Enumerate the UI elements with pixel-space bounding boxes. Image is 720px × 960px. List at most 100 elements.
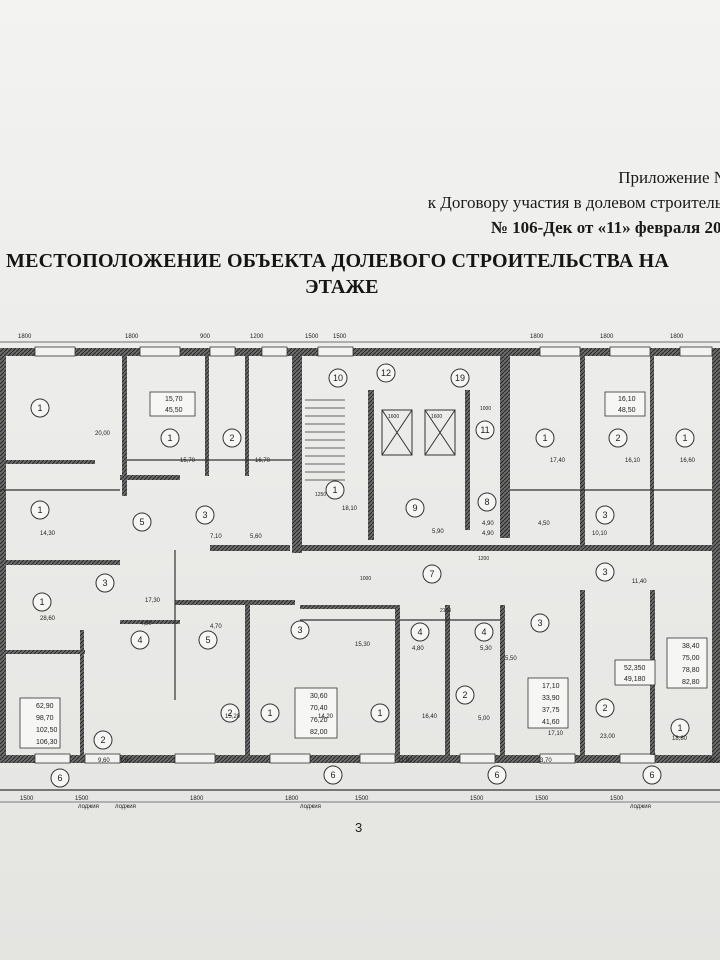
bottom-dimension-label: 1800 xyxy=(190,796,204,802)
bottom-dimension-label: 1500 xyxy=(75,796,89,802)
room-area-label: 15,70 xyxy=(180,458,196,464)
room-area-label: 9,60 xyxy=(98,758,110,764)
outer-wall-top xyxy=(0,348,720,356)
room-area-label: 23,00 xyxy=(600,734,616,740)
top-dimension-label: 1800 xyxy=(530,334,544,340)
room-area-label: 15,20 xyxy=(225,714,241,720)
room-number-circle xyxy=(198,630,218,650)
contract-reference: к Договору участия в долевом строительс xyxy=(427,193,720,212)
room-number: 7 xyxy=(429,569,434,579)
bottom-dimension-label: 1500 xyxy=(20,796,34,802)
room-number-circle xyxy=(93,730,113,750)
stair-dimension-label: 1200 xyxy=(478,556,489,562)
room-number: 2 xyxy=(462,690,467,700)
area-table-value: 38,40 xyxy=(682,643,700,650)
bottom-dimension-label: 1500 xyxy=(355,796,369,802)
top-dimension-label: 1800 xyxy=(600,334,614,340)
room-number-circle xyxy=(595,505,615,525)
room-number: 3 xyxy=(202,510,207,520)
room-area-label: 15,30 xyxy=(355,642,371,648)
room-area-label: 10,10 xyxy=(592,531,608,537)
room-number: 3 xyxy=(537,618,542,628)
room-area-label: 7,10 xyxy=(210,534,222,540)
top-dimension-label: 1800 xyxy=(125,334,139,340)
room-area-label: 5,00 xyxy=(478,716,490,722)
room-number: 1 xyxy=(37,505,42,515)
room-number-circle xyxy=(376,363,396,383)
room-number-circle xyxy=(475,420,495,440)
room-number: 2 xyxy=(602,703,607,713)
bottom-dimension-label: 1500 xyxy=(610,796,624,802)
room-area-label: 4,30 xyxy=(140,621,152,627)
lift-dimension-label: 1600 xyxy=(388,414,399,420)
area-table-value: 48,50 xyxy=(618,407,636,414)
room-area-label: 16,40 xyxy=(422,714,438,720)
room-number-circle xyxy=(530,613,550,633)
room-area-label: 16,60 xyxy=(680,458,696,464)
area-table-value: 106,30 xyxy=(36,739,58,746)
room-number: 4 xyxy=(481,627,486,637)
room-number: 10 xyxy=(333,373,343,383)
area-table-value: 41,60 xyxy=(542,719,560,726)
room-number-circle xyxy=(132,512,152,532)
area-table-value: 45,50 xyxy=(165,407,183,414)
area-table-value: 102,50 xyxy=(36,727,58,734)
outer-wall-right xyxy=(712,348,720,763)
stair-dimension-label: 2100 xyxy=(440,608,451,614)
floor-plan: 1600 1600 15,70 45,50 16,10 48,50 62,90 … xyxy=(0,334,720,810)
room-number: 12 xyxy=(381,368,391,378)
room-number-circle xyxy=(422,564,442,584)
room-area-label: 4,80 xyxy=(412,646,424,652)
room-number-circle xyxy=(595,562,615,582)
bottom-dimension-label: 1500 xyxy=(535,796,549,802)
room-number-circle xyxy=(328,368,348,388)
room-number-circle xyxy=(477,492,497,512)
top-dimension-label: 1500 xyxy=(333,334,347,340)
loggia-label: лоджия xyxy=(78,804,99,810)
loggia-label: лоджия xyxy=(115,804,136,810)
lift-dimension-label: 1600 xyxy=(431,414,442,420)
room-number: 1 xyxy=(332,485,337,495)
room-number: 4 xyxy=(137,635,142,645)
bottom-dimension-label: 1800 xyxy=(285,796,299,802)
room-number-circle xyxy=(325,480,345,500)
area-table-value: 49,180 xyxy=(624,676,646,683)
room-number-circle xyxy=(474,622,494,642)
room-number: 3 xyxy=(297,625,302,635)
room-number: 1 xyxy=(377,708,382,718)
room-number-circle xyxy=(487,765,507,785)
room-number-circle xyxy=(95,573,115,593)
room-number: 1 xyxy=(37,403,42,413)
room-area-label: 3,70 xyxy=(540,758,552,764)
loggia-label: лоджия xyxy=(300,804,321,810)
room-number-circle xyxy=(642,765,662,785)
top-dimension-label: 1800 xyxy=(18,334,32,340)
room-number-circle xyxy=(195,505,215,525)
room-area-label: 18,10 xyxy=(342,506,358,512)
apartment-area-tables xyxy=(19,391,708,749)
room-number-circle xyxy=(160,428,180,448)
room-number: 5 xyxy=(205,635,210,645)
room-number-circle xyxy=(670,718,690,738)
bottom-dimension-label: 1500 xyxy=(470,796,484,802)
room-number-circle xyxy=(405,498,425,518)
document-title: МЕСТОПОЛОЖЕНИЕ ОБЪЕКТА ДОЛЕВОГО СТРОИТЕЛ… xyxy=(6,250,670,272)
stair-treads xyxy=(305,399,345,481)
room-number-circle xyxy=(595,698,615,718)
area-table-value: 17,10 xyxy=(542,683,560,690)
area-table-value: 33,90 xyxy=(542,695,560,702)
room-number-circle xyxy=(30,500,50,520)
room-area-label: 4,70 xyxy=(210,624,222,630)
room-number-circle xyxy=(222,428,242,448)
room-area-label: 17,30 xyxy=(145,598,161,604)
area-table-value: 16,10 xyxy=(618,396,636,403)
room-area-label: 5,50 xyxy=(505,656,517,662)
area-table-value: 37,75 xyxy=(542,707,560,714)
room-number-circle xyxy=(290,620,310,640)
room-number-circle xyxy=(30,398,50,418)
area-table-value: 52,350 xyxy=(624,665,646,672)
area-table-value: 30,60 xyxy=(310,693,328,700)
appendix-number: Приложение № xyxy=(618,168,720,187)
room-number: 4 xyxy=(417,627,422,637)
